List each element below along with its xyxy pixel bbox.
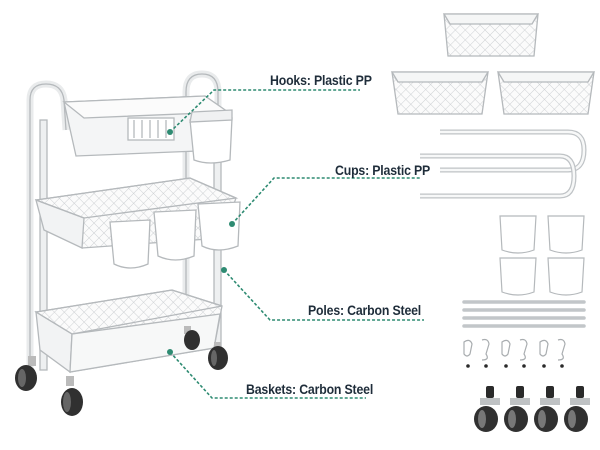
caster-wheel-icon [474, 386, 590, 432]
callout-dots [167, 129, 235, 355]
hanging-cup-icon [499, 215, 585, 296]
baskets-material-label: Baskets: Carbon Steel [246, 381, 374, 397]
mesh-basket-icon [390, 13, 596, 115]
rolling-cart-icon [26, 70, 241, 374]
u-shaped-handle-icon [420, 129, 587, 199]
plastic-hook-icon [463, 338, 566, 368]
cups-material-label: Cups: Plastic PP [335, 162, 431, 178]
callout-lines [169, 89, 424, 399]
hooks-material-label: Hooks: Plastic PP [270, 72, 372, 88]
poles-material-label: Poles: Carbon Steel [308, 302, 422, 318]
straight-pole-icon [462, 300, 586, 328]
cart-caster-wheels [15, 326, 228, 416]
